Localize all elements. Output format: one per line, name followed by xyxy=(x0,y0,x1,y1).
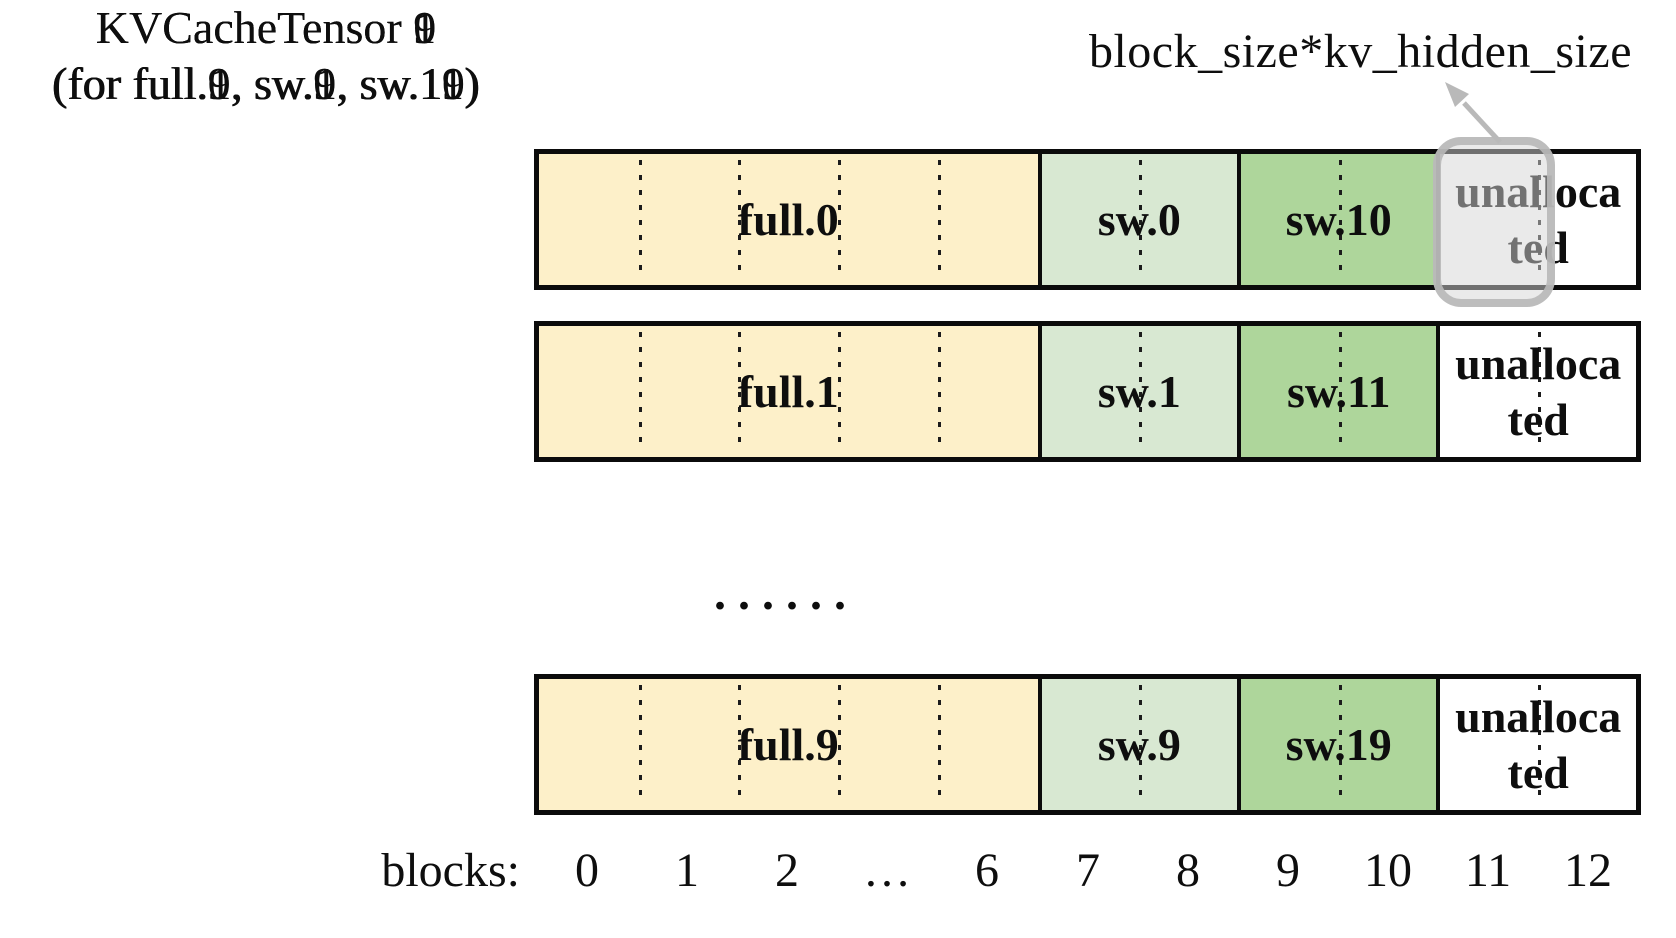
sw-segment: sw.9 xyxy=(1037,679,1237,810)
segment-label-line: ted xyxy=(1507,393,1569,445)
cache-tensor-bar-9: full.9 sw.9 sw.19 unalloca ted xyxy=(534,674,1641,815)
segment-label: full.9 xyxy=(737,719,839,770)
row-label-tensor-1: KVCacheTensor 1 (for full.1, sw.1, sw.11… xyxy=(10,0,522,112)
segment-label-line: unalloca xyxy=(1455,338,1622,390)
block-divider-dotted xyxy=(838,160,842,279)
axis-tick: 10 xyxy=(1364,844,1412,897)
segment-label: sw.0 xyxy=(1097,194,1181,245)
full-segment: full.1 xyxy=(539,326,1038,457)
row-subtitle: (for full.0, sw.0, sw.10) xyxy=(51,58,481,110)
block-divider-dotted xyxy=(937,160,941,279)
block-divider-dotted xyxy=(1538,685,1542,804)
axis-tick: 12 xyxy=(1564,844,1612,897)
sw-segment: sw.0 xyxy=(1037,154,1237,285)
cache-tensor-bar-1: full.1 sw.1 sw.11 unalloca ted xyxy=(534,321,1641,462)
sw-shifted-segment: sw.11 xyxy=(1237,326,1437,457)
segment-label-line: unalloca xyxy=(1455,691,1622,743)
sw-shifted-segment: sw.19 xyxy=(1237,679,1437,810)
row-title: KVCacheTensor 1 xyxy=(95,2,437,53)
unallocated-segment: unalloca ted xyxy=(1436,679,1636,810)
block-divider-dotted xyxy=(638,160,642,279)
segment-label: sw.11 xyxy=(1286,366,1391,417)
full-segment: full.0 xyxy=(539,154,1038,285)
row-label-tensor-9: KVCacheTensor 9 (for full.9, sw.9, sw.19… xyxy=(10,0,522,112)
segment-label: full.0 xyxy=(737,194,839,245)
annotation-label: block_size*kv_hidden_size xyxy=(1088,25,1632,78)
axis-tick: 0 xyxy=(575,844,599,897)
block-divider-dotted xyxy=(738,332,742,451)
block-divider-dotted xyxy=(1338,160,1342,279)
axis-tick: 9 xyxy=(1276,844,1300,897)
row-title: KVCacheTensor 9 xyxy=(95,2,437,53)
block-divider-dotted xyxy=(1338,685,1342,804)
axis-tick: 11 xyxy=(1464,844,1512,897)
block-divider-dotted xyxy=(1538,332,1542,451)
segment-label: sw.19 xyxy=(1285,719,1392,770)
block-highlight xyxy=(1433,137,1555,307)
row-subtitle: (for full.1, sw.1, sw.11) xyxy=(52,58,480,110)
block-divider-dotted xyxy=(838,332,842,451)
block-divider-dotted xyxy=(1338,332,1342,451)
blocks-axis: blocks: 0 1 2 … 6 7 8 9 10 11 12 xyxy=(0,843,1676,913)
axis-tick: 1 xyxy=(675,844,699,897)
sw-segment: sw.1 xyxy=(1037,326,1237,457)
segment-label: sw.10 xyxy=(1285,194,1392,245)
axis-tick: 2 xyxy=(775,844,799,897)
row-subtitle: (for full.9, sw.9, sw.19) xyxy=(51,58,481,110)
segment-label: full.1 xyxy=(737,366,839,417)
block-divider-dotted xyxy=(738,685,742,804)
block-divider-dotted xyxy=(1139,160,1143,279)
axis-tick: 7 xyxy=(1076,844,1100,897)
block-divider-dotted xyxy=(937,332,941,451)
segment-label: sw.1 xyxy=(1097,366,1181,417)
segment-label: sw.9 xyxy=(1097,719,1181,770)
row-label-tensor-0: KVCacheTensor 0 (for full.0, sw.0, sw.10… xyxy=(10,0,522,112)
full-segment: full.9 xyxy=(539,679,1038,810)
axis-tick: 8 xyxy=(1176,844,1200,897)
block-divider-dotted xyxy=(638,332,642,451)
rows-ellipsis: ...... xyxy=(714,567,858,620)
block-divider-dotted xyxy=(1139,685,1143,804)
axis-tick: 6 xyxy=(975,844,999,897)
sw-shifted-segment: sw.10 xyxy=(1237,154,1437,285)
block-divider-dotted xyxy=(937,685,941,804)
block-divider-dotted xyxy=(738,160,742,279)
unallocated-segment: unalloca ted xyxy=(1436,326,1636,457)
segment-label-line: ted xyxy=(1507,746,1569,798)
block-divider-dotted xyxy=(638,685,642,804)
axis-tick: … xyxy=(863,844,911,897)
row-title: KVCacheTensor 0 xyxy=(95,2,437,53)
axis-label: blocks: xyxy=(381,844,520,897)
block-divider-dotted xyxy=(838,685,842,804)
block-divider-dotted xyxy=(1139,332,1143,451)
annotation-arrow-icon xyxy=(1445,82,1502,144)
